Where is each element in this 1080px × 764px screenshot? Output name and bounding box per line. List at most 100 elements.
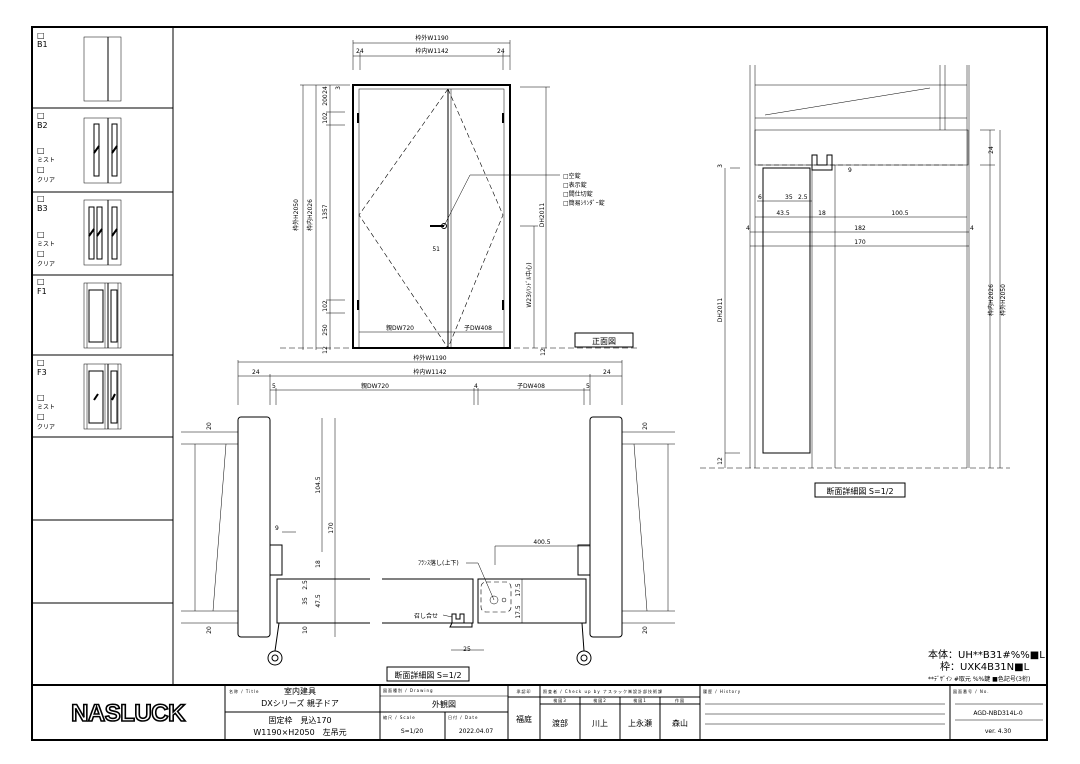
dim: 200 xyxy=(322,94,329,106)
dim: 9 xyxy=(275,525,279,532)
title-line: DXシリーズ 親子ドア xyxy=(261,698,339,708)
dim: 20 xyxy=(642,422,649,430)
dim: 24 xyxy=(322,86,329,94)
variant-f1: □ F1 xyxy=(37,277,122,349)
flush-bolt-label: ﾌﾗﾝｽ落し(上下) xyxy=(418,559,459,567)
label: 検図3 xyxy=(553,697,567,703)
dim-24: 24 xyxy=(252,369,260,376)
side-section: 6 35 2.5 43.5 18 100.5 4 182 4 170 24 3 … xyxy=(700,65,1010,498)
lock-option: □簡易ｼﾘﾝﾀﾞｰ錠 xyxy=(563,199,605,207)
door-panel xyxy=(762,167,811,454)
frame-code: 枠：UXK4B31N■L xyxy=(940,660,1030,673)
label: 検図2 xyxy=(593,697,607,703)
dim: 24 xyxy=(988,146,995,154)
option-clear: クリア xyxy=(37,424,55,431)
dim: 4 xyxy=(970,225,974,232)
lock-options: □空錠 □表示錠 □間仕切錠 □簡易ｼﾘﾝﾀﾞｰ錠 xyxy=(563,172,605,207)
option-mist: ミスト xyxy=(37,241,55,248)
code-legend: **ﾃﾞｻﾞｲﾝ #取元 %%鍵 ■色記号(3桁) xyxy=(928,675,1030,683)
variant-code: B3 xyxy=(37,204,48,213)
dim-51: 51 xyxy=(432,246,440,253)
dim: 182 xyxy=(854,225,866,232)
checkbox: □ xyxy=(37,230,45,239)
dim: 170 xyxy=(328,522,335,534)
checkbox: □ xyxy=(37,146,45,155)
label: 履歴 / History xyxy=(703,688,741,694)
checkbox: □ xyxy=(37,277,45,286)
approver: 福庭 xyxy=(516,714,532,724)
checker-name: 上永瀬 xyxy=(628,718,652,728)
dim-parent-width: 親DW720 xyxy=(361,382,389,390)
label: 名称 / Title xyxy=(229,688,259,694)
dim: 6 xyxy=(758,194,762,201)
dim: 25 xyxy=(463,646,471,653)
dim: 1357 xyxy=(322,204,329,219)
hinge-pivot xyxy=(576,622,592,666)
drawing-type: 外観図 xyxy=(432,699,456,709)
label: 図面種別 / Drawing xyxy=(383,687,434,693)
checkbox: □ xyxy=(37,358,45,367)
dim: 17.5 xyxy=(515,583,522,597)
hinge-pivot xyxy=(267,622,283,666)
checker-name: 川上 xyxy=(592,719,608,728)
dim-dh: DH2011 xyxy=(539,203,546,228)
dim-4: 4 xyxy=(474,383,478,390)
drawing-number: AGD-NBD314L-0 xyxy=(973,710,1023,717)
dim: 20 xyxy=(206,626,213,634)
dim: 170 xyxy=(854,239,866,246)
variant-code: B1 xyxy=(37,40,48,49)
dim-inner-width: 枠内W1142 xyxy=(415,47,448,55)
label: 日付 / Date xyxy=(448,714,478,720)
checkbox: □ xyxy=(37,31,45,40)
front-view-title: 正面図 xyxy=(592,337,616,346)
dim: 20 xyxy=(642,626,649,634)
label: 検図1 xyxy=(633,697,647,703)
dim: 35 xyxy=(302,597,309,605)
option-mist: ミスト xyxy=(37,157,55,164)
dim-outer-height: 枠外H2050 xyxy=(999,284,1007,316)
checker-name: 森山 xyxy=(672,718,688,728)
variant-b3: □ B3 □ ミスト □ クリア xyxy=(37,194,122,268)
dim: 102 xyxy=(322,112,329,124)
dim-outer-height: 枠外H2050 xyxy=(292,199,300,231)
variant-sidebar: □ B1 □ B2 □ ミスト □ クリア □ B3 □ ミスト □ クリア xyxy=(32,31,173,604)
label: 照査者 / Check up by ナスラック㈱設計部技術課 xyxy=(543,688,663,694)
dim-24: 24 xyxy=(603,369,611,376)
checkbox: □ xyxy=(37,194,45,203)
checker-name: 渡部 xyxy=(552,718,568,728)
nasluck-logo: NASLUCK xyxy=(71,700,186,727)
side-section-title: 断面詳細図 S=1/2 xyxy=(826,486,893,496)
title-line: 固定枠 見込170 xyxy=(268,715,331,725)
variant-b2: □ B2 □ ミスト □ クリア xyxy=(37,111,122,184)
option-clear: クリア xyxy=(37,177,55,184)
left-frame xyxy=(237,416,271,638)
checkbox: □ xyxy=(37,165,45,174)
dim: 18 xyxy=(315,560,322,568)
date: 2022.04.07 xyxy=(459,728,494,735)
plan-section: 枠外W1190 枠内W1142 24 24 5 親DW720 4 子DW408 … xyxy=(181,354,675,682)
dim: 20 xyxy=(206,422,213,430)
variant-code: B2 xyxy=(37,121,48,130)
dim: 43.5 xyxy=(776,210,790,217)
variant-f3: □ F3 □ ミスト □ クリア xyxy=(37,358,122,431)
dim-handle-height: W23(ﾊﾝﾄﾞﾙ中心) xyxy=(525,262,533,307)
dim-inner-height: 枠内H2026 xyxy=(987,284,995,316)
dim-24: 24 xyxy=(497,48,505,55)
dim: 10 xyxy=(302,626,309,634)
dim-outer-width: 枠外W1190 xyxy=(413,354,446,362)
checkbox: □ xyxy=(37,393,45,402)
dim: 3 xyxy=(717,164,724,168)
label: 縮尺 / Scale xyxy=(383,714,416,720)
dim: 3 xyxy=(335,86,342,90)
checkbox: □ xyxy=(37,249,45,258)
label: 承認印 xyxy=(517,688,532,694)
label: 図面番号 / No. xyxy=(953,688,990,694)
meeting-stile xyxy=(449,613,473,628)
door-handle xyxy=(430,223,447,229)
title-line: W1190×H2050 左吊元 xyxy=(253,727,346,737)
variant-code: F3 xyxy=(37,368,47,377)
right-frame xyxy=(589,416,623,638)
lock-option: □空錠 xyxy=(563,172,581,180)
dim: 2.5 xyxy=(798,194,808,201)
